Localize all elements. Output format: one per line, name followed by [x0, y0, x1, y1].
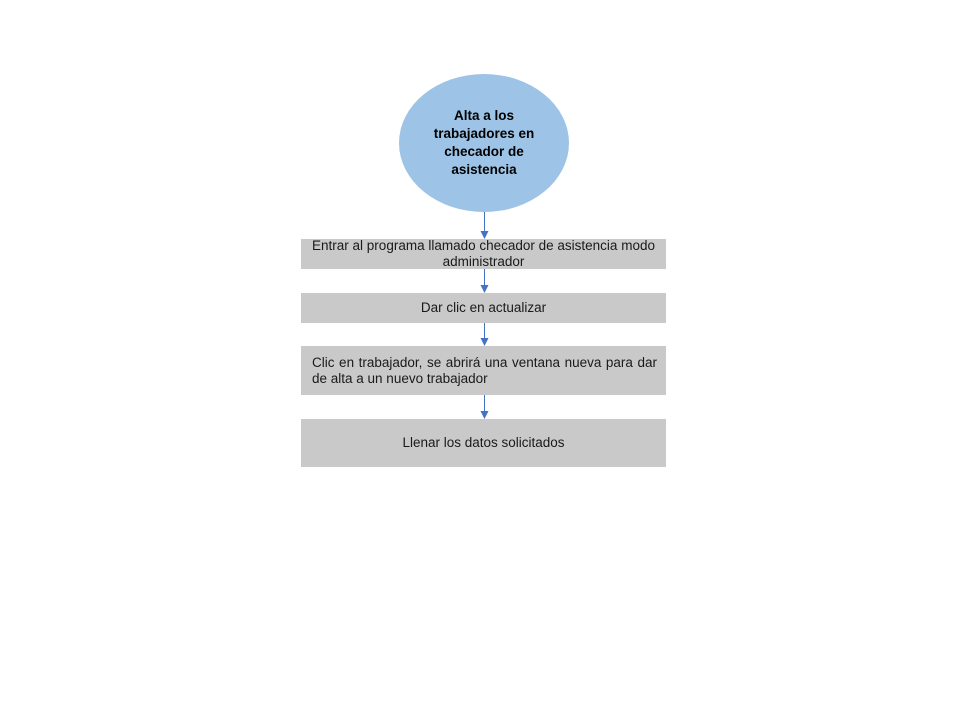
- process-step-3-label: Clic en trabajador, se abrirá una ventan…: [312, 354, 657, 386]
- process-step-3: Clic en trabajador, se abrirá una ventan…: [301, 346, 666, 395]
- process-step-2-label: Dar clic en actualizar: [420, 300, 547, 315]
- process-step-1-label: Entrar al programa llamado checador de a…: [312, 238, 655, 269]
- process-step-1: Entrar al programa llamado checador de a…: [301, 238, 666, 269]
- start-node: Alta a los trabajadores en checador de a…: [399, 74, 569, 212]
- process-step-4-label: Llenar los datos solicitados: [402, 435, 565, 450]
- process-step-2: Dar clic en actualizar: [301, 293, 666, 323]
- process-step-4: Llenar los datos solicitados: [301, 419, 666, 467]
- start-node-label: Alta a los trabajadores en checador de a…: [433, 108, 535, 177]
